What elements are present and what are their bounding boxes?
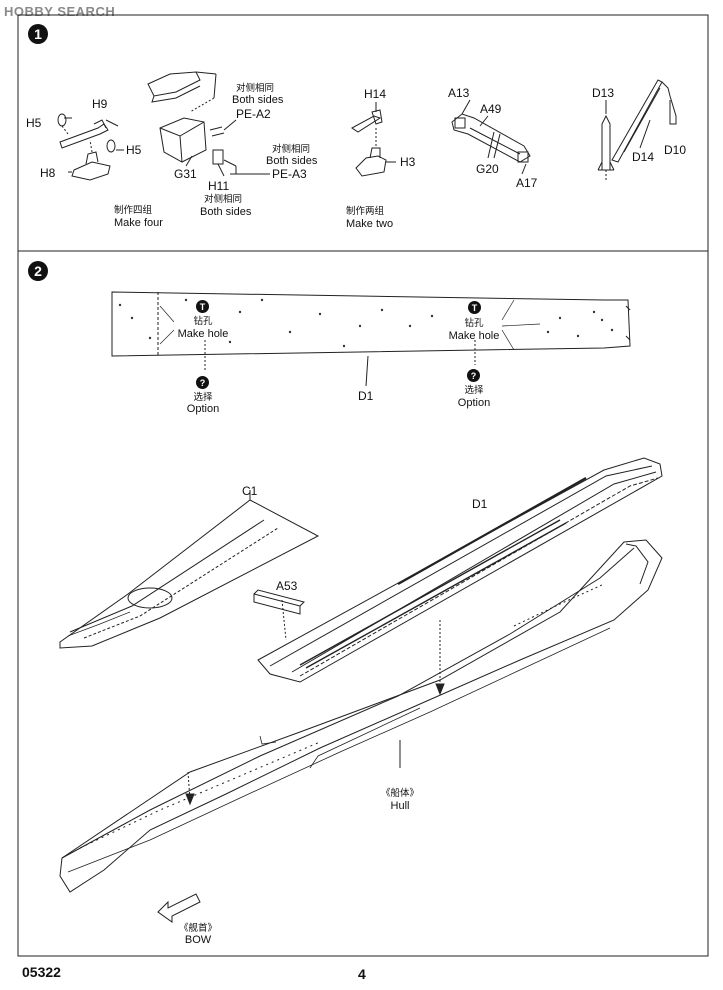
note-both-sides-en: Both sides — [266, 155, 318, 167]
note-make-hole: Make hole — [448, 330, 500, 342]
part-label-pe-a3: PE-A3 — [272, 167, 307, 181]
note-make-two-en: Make two — [346, 218, 394, 230]
part-label-pe-a2: PE-A2 — [236, 107, 271, 121]
note-option-cn: 选择 — [464, 385, 484, 396]
page-number: 4 — [358, 966, 366, 982]
note-both-sides-en: Both sides — [232, 94, 284, 106]
part-label-g31: G31 — [174, 167, 197, 181]
part-label-g20: G20 — [476, 162, 499, 176]
step1-cannon-assembly — [57, 71, 270, 181]
step1-small-gun-assembly — [351, 102, 396, 177]
note-make-two-cn: 制作两组 — [346, 206, 385, 217]
note-hull-cn: 《船体》 — [380, 788, 420, 799]
forward-deck-c1 — [59, 490, 320, 649]
part-label-d1: D1 — [358, 389, 374, 403]
note-make-four-cn: 制作四组 — [114, 205, 153, 216]
part-label-a13: A13 — [448, 86, 470, 100]
part-label-h11: H11 — [208, 179, 230, 193]
step2-frame — [17, 250, 709, 957]
option-symbol-icon: ? — [196, 376, 209, 389]
step1-launcher-assembly — [451, 99, 531, 175]
part-label-a49: A49 — [480, 102, 502, 116]
part-label-h5: H5 — [126, 143, 142, 157]
part-label-h9: H9 — [92, 97, 108, 111]
note-hull-en: Hull — [390, 800, 410, 812]
hull — [59, 539, 663, 893]
note-bow-cn: 《舰首》 — [178, 923, 218, 934]
part-label-d10: D10 — [664, 143, 687, 157]
step1-number: 1 — [28, 24, 48, 44]
part-label-d1: D1 — [472, 497, 488, 511]
bow-arrow — [157, 893, 201, 923]
main-deck-d1 — [257, 457, 663, 696]
note-both-sides-en: Both sides — [200, 206, 252, 218]
part-label-d13: D13 — [592, 86, 615, 100]
note-both-sides-cn: 对侧相同 — [236, 83, 275, 94]
part-label-h14: H14 — [364, 87, 387, 101]
product-code: 05322 — [22, 964, 61, 980]
part-label-h8: H8 — [40, 166, 56, 180]
note-option-en: Option — [186, 403, 220, 415]
step2-number: 2 — [28, 261, 48, 281]
deck-holes — [118, 298, 614, 348]
drill-symbol-icon: T — [468, 301, 481, 314]
note-drill-cn: 钻孔 — [464, 318, 484, 329]
part-a53-plate — [253, 589, 305, 641]
part-label-a53: A53 — [276, 579, 298, 593]
note-option-cn: 选择 — [193, 392, 213, 403]
step1-missile-assembly — [597, 79, 677, 182]
note-drill-cn: 钻孔 — [193, 316, 213, 327]
note-bow-en: BOW — [184, 934, 212, 946]
deck-plan-d1 — [111, 291, 631, 387]
note-make-hole: Make hole — [177, 328, 229, 340]
note-both-sides-cn: 对侧相同 — [204, 194, 243, 205]
note-both-sides-cn: 对侧相同 — [272, 144, 311, 155]
note-make-four-en: Make four — [114, 217, 163, 229]
part-label-d14: D14 — [632, 150, 655, 164]
part-label-a17: A17 — [516, 176, 538, 190]
drill-symbol-icon: T — [196, 300, 209, 313]
part-label-c1: C1 — [242, 484, 258, 498]
option-symbol-icon: ? — [467, 369, 480, 382]
part-label-h3: H3 — [400, 155, 416, 169]
part-label-h5: H5 — [26, 116, 42, 130]
note-option-en: Option — [457, 397, 491, 409]
